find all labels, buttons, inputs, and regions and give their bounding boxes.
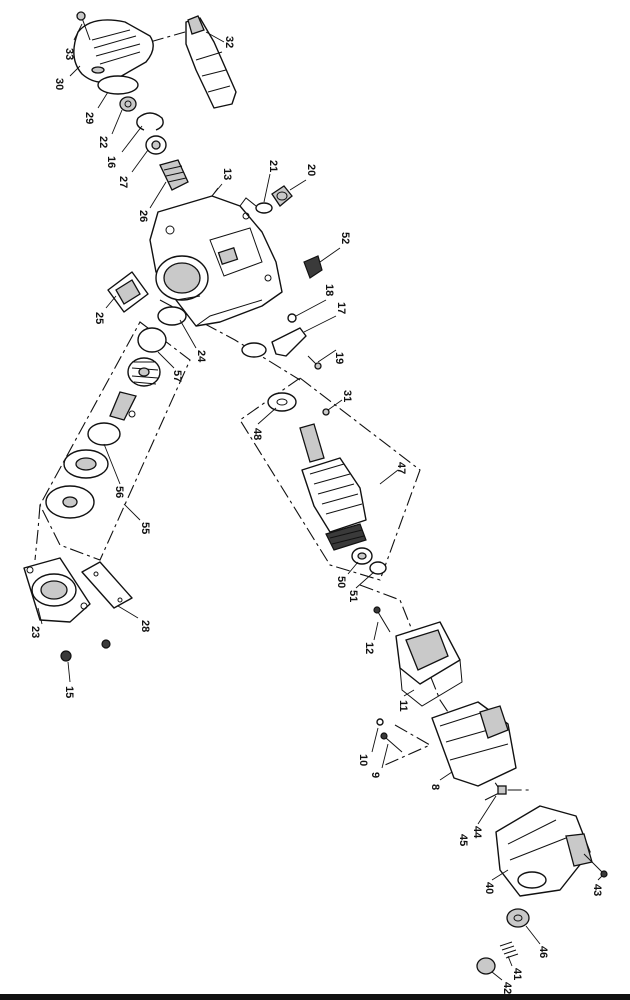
label-9: 9 [369,772,381,778]
label-22: 22 [97,136,109,148]
part-51-washer [369,561,387,575]
part-23-flange [23,557,91,623]
bottom-rule [0,994,630,1000]
label-44: 44 [471,826,483,839]
label-12: 12 [363,642,375,654]
cover-axis [149,31,186,43]
part-40-end-housing [495,805,593,897]
part-43-screw [583,853,608,878]
part-12-screw [373,606,391,633]
part-31-pin [322,408,330,416]
part-21-o-ring [255,202,273,214]
label-13: 13 [221,168,233,180]
label-48: 48 [251,428,263,440]
label-31: 31 [341,390,353,402]
label-10: 10 [357,754,369,766]
label-25: 25 [93,312,105,324]
label-27: 27 [117,176,129,188]
label-51: 51 [347,590,359,602]
label-41: 41 [511,968,523,980]
label-32: 32 [223,36,235,48]
screw-axis-44 [484,789,530,801]
part-10-washer [376,718,384,726]
group-47-outline [239,377,421,581]
label-24: 24 [195,350,207,363]
label-29: 29 [83,112,95,124]
group-55-outline [39,321,191,561]
part-11-field [395,621,463,707]
part-56-bearing [63,422,121,479]
label-18: 18 [323,284,335,296]
part-42-cap [476,957,496,975]
label-19: 19 [333,352,345,364]
label-55: 55 [139,522,151,534]
part-44-brush [497,785,507,795]
label-40: 40 [483,882,495,894]
part-47-armature [299,423,367,551]
part-13-gear-housing [149,187,283,327]
part-8-motor-housing [431,701,517,787]
flange-axis [34,504,41,561]
screw-axis-9-10 [384,724,432,766]
label-33: 33 [63,48,75,60]
label-15: 15 [63,686,75,698]
part-46-brush-cap [506,908,530,928]
part-48-bearing [267,392,297,412]
part-50-bearing [351,547,373,565]
part-52-switch-button [303,255,323,279]
label-45: 45 [457,834,469,846]
label-50: 50 [335,576,347,588]
part-57-gear [127,327,167,387]
label-43: 43 [591,884,603,896]
part-labels: 33 30 32 29 22 16 27 26 13 21 20 52 25 1… [29,36,603,994]
part-22-nut [119,96,137,112]
label-47: 47 [395,462,407,474]
part-15-screw [60,650,72,662]
part-28-plate [81,561,133,609]
label-8: 8 [429,784,441,790]
part-55-washer [45,485,95,519]
part-26-pinion [159,159,189,191]
part-32-cord-guard [185,15,237,109]
part-29-o-ring [97,75,139,95]
part-20-plug [271,185,293,207]
part-18-o-ring [287,313,297,323]
part-25-gasket [107,271,149,313]
label-17: 17 [335,302,347,314]
label-26: 26 [137,210,149,222]
part-17-lock-lever [241,327,307,358]
part-27-bearing [145,135,167,155]
label-23: 23 [29,626,41,638]
part-28-screw [101,639,111,649]
part-19-screw [307,355,322,370]
part-33-screw [76,11,91,41]
label-11: 11 [397,700,409,712]
label-56: 56 [113,486,125,498]
label-42: 42 [501,982,513,994]
part-30-end-cap [73,19,154,83]
part-24-retaining-ring [157,306,187,326]
label-52: 52 [339,232,351,244]
label-16: 16 [105,156,117,168]
label-46: 46 [537,946,549,958]
label-57: 57 [171,370,183,382]
label-30: 30 [53,78,65,90]
leader-lines [37,23,603,981]
part-41-spring [499,941,519,959]
label-21: 21 [267,160,279,172]
label-28: 28 [139,620,151,632]
label-20: 20 [305,164,317,176]
part-9-screw [380,732,403,753]
part-55-shaft [109,391,137,421]
part-16-retaining-ring [136,112,164,131]
